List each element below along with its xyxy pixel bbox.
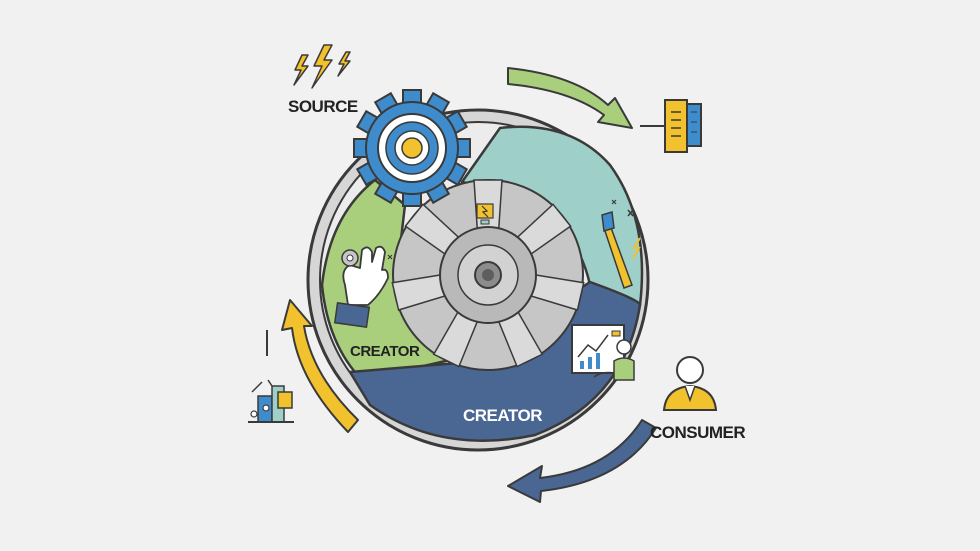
yellow-arrow <box>281 299 359 433</box>
hand-gear-icon <box>333 245 393 328</box>
lightning-bolts-icon <box>293 44 351 89</box>
paintbrush-icon <box>601 199 641 289</box>
source-label: SOURCE <box>288 97 358 116</box>
device-battery-icon <box>664 99 702 153</box>
creator-left-label: CREATOR <box>350 343 420 360</box>
navy-arrow <box>507 419 657 503</box>
person-avatar-icon <box>662 356 718 411</box>
presenter-chart-icon <box>571 324 635 381</box>
central-gear <box>391 179 585 371</box>
gear-top-icon <box>476 203 494 225</box>
consumer-label: CONSUMER <box>650 423 745 442</box>
machine-parts-icon <box>248 379 294 423</box>
blue-gear <box>353 89 471 207</box>
green-arrow <box>507 67 633 129</box>
creator-bottom-label: CREATOR <box>463 406 542 425</box>
